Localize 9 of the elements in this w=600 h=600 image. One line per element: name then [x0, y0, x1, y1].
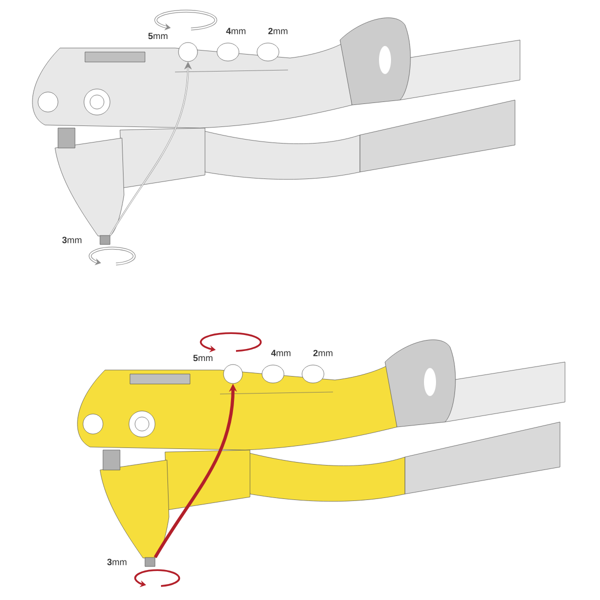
arrow [110, 62, 192, 236]
size-label: 2mm [268, 28, 288, 34]
size-label: 4mm [271, 350, 290, 356]
hex-stud [223, 364, 243, 384]
size-label: 2mm [313, 350, 332, 356]
size-label: 4mm [226, 28, 246, 34]
nozzle-tip [100, 235, 110, 245]
nozzle-tip [144, 557, 156, 567]
hex-stud [178, 42, 198, 62]
